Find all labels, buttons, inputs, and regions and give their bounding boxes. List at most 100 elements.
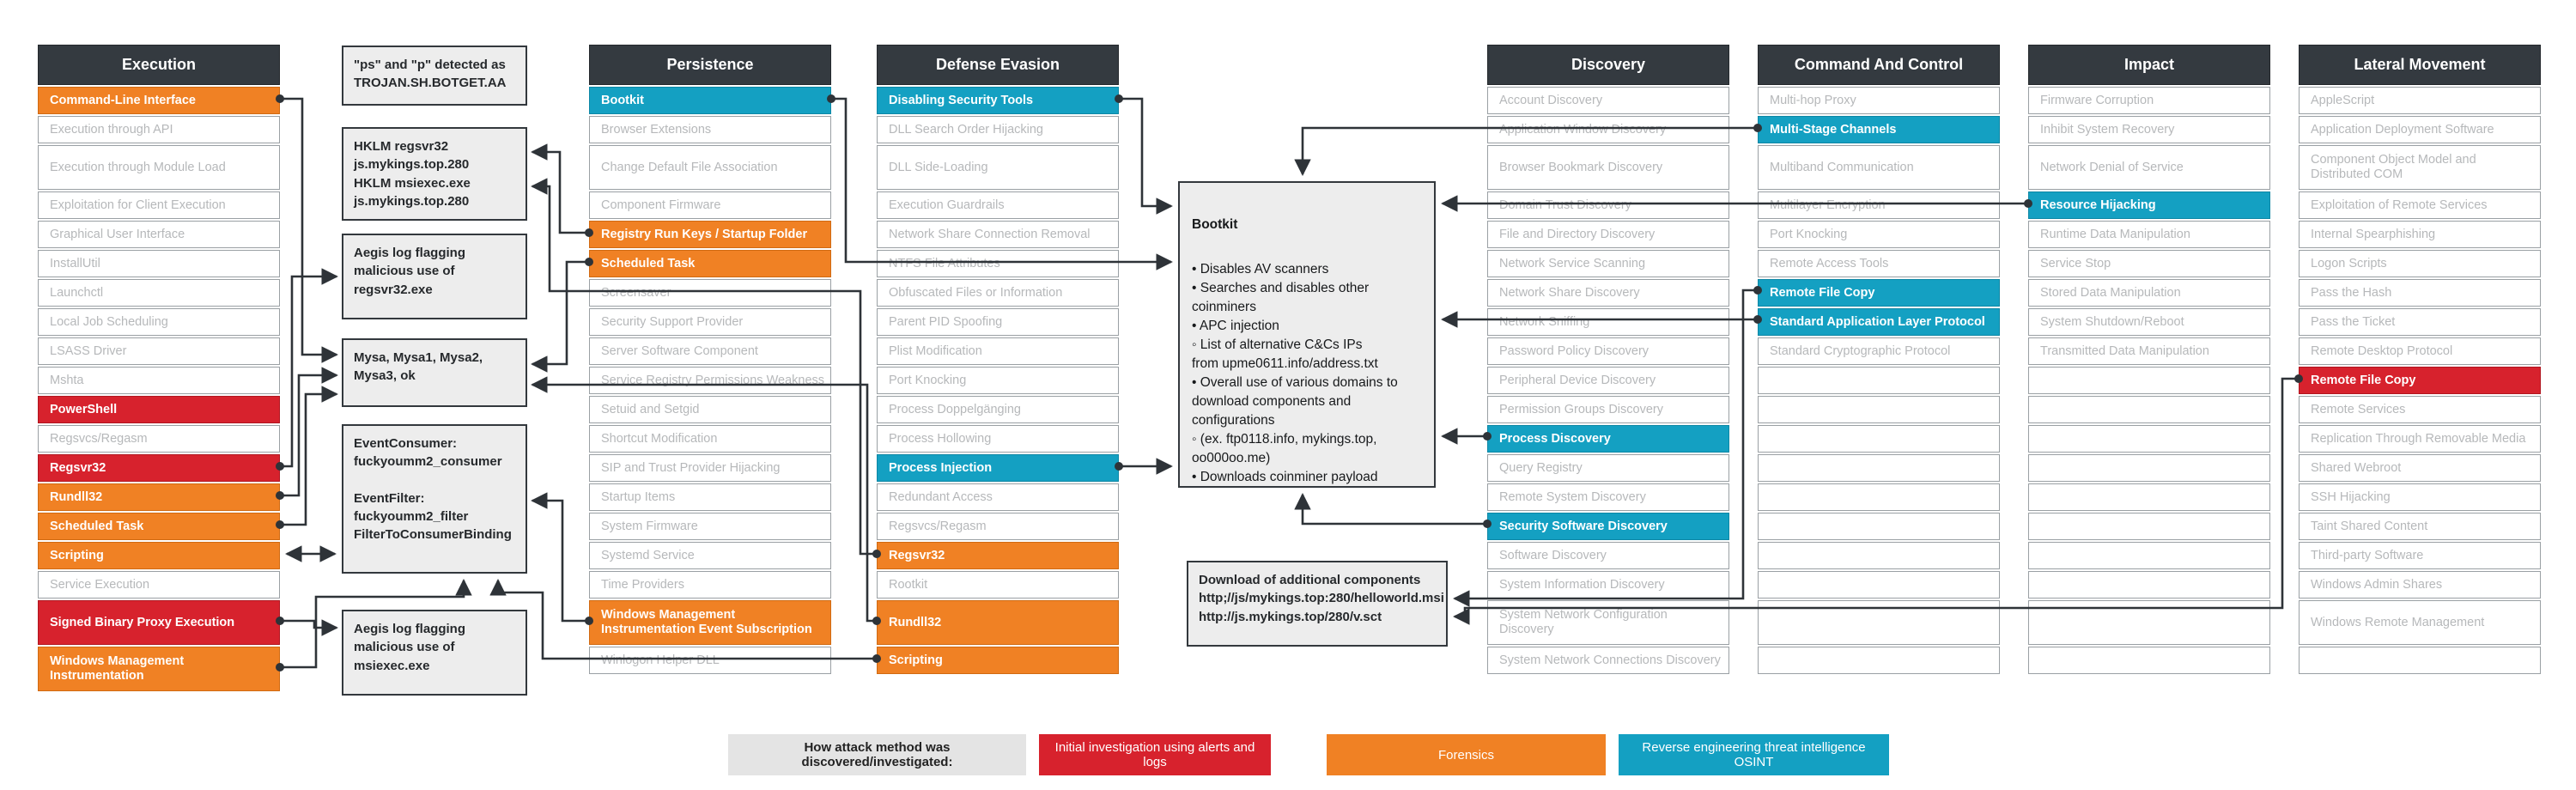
technique-label: Time Providers	[601, 577, 684, 592]
technique-cell-execution-18: Signed Binary Proxy Execution	[38, 600, 280, 645]
technique-label: System Shutdown/Reboot	[2040, 314, 2184, 329]
technique-label: Component Firmware	[601, 198, 721, 212]
technique-cell-persistence-5: Registry Run Keys / Startup Folder	[589, 221, 831, 248]
bootkit-box-body: • Disables AV scanners • Searches and di…	[1192, 262, 1398, 484]
technique-label: Startup Items	[601, 489, 676, 504]
technique-cell-persistence-17: Time Providers	[589, 571, 831, 599]
technique-label: Query Registry	[1499, 460, 1583, 475]
technique-label: Shared Webroot	[2311, 460, 2402, 475]
technique-cell-discovery-6: Network Service Scanning	[1487, 250, 1729, 277]
technique-cell-defense-evasion-18: Rundll32	[877, 600, 1119, 645]
technique-label: System Network Connections Discovery	[1499, 653, 1721, 667]
technique-cell-discovery-17: System Information Discovery	[1487, 571, 1729, 599]
technique-cell-execution-7: Launchctl	[38, 279, 280, 307]
technique-label: Component Object Model and Distributed C…	[2311, 153, 2476, 181]
legend-item-forensics: Forensics	[1327, 734, 1606, 775]
technique-label: Windows Management Instrumentation	[50, 654, 185, 683]
technique-cell-command-and-control-8: Standard Application Layer Protocol	[1758, 308, 2000, 336]
technique-cell-execution-12: Regsvcs/Regasm	[38, 425, 280, 453]
technique-label: Service Execution	[50, 577, 150, 592]
technique-label: Inhibit System Recovery	[2040, 122, 2175, 137]
technique-label: Account Discovery	[1499, 93, 1603, 107]
technique-label: Shortcut Modification	[601, 431, 718, 446]
technique-label: Process Injection	[889, 460, 993, 475]
technique-cell-lateral-movement-1: AppleScript	[2299, 87, 2541, 114]
technique-cell-lateral-movement-18: Windows Remote Management	[2299, 600, 2541, 645]
technique-cell-impact-3: Network Denial of Service	[2028, 145, 2270, 190]
technique-cell-impact-14	[2028, 483, 2270, 511]
technique-cell-impact-16	[2028, 542, 2270, 569]
technique-label: Regsvr32	[50, 460, 106, 475]
technique-cell-defense-evasion-3: DLL Side-Loading	[877, 145, 1119, 190]
technique-cell-discovery-13: Query Registry	[1487, 454, 1729, 482]
technique-cell-execution-19: Windows Management Instrumentation	[38, 647, 280, 691]
note-box-download: Download of additional components http;/…	[1187, 561, 1448, 647]
technique-label: Multi-hop Proxy	[1770, 93, 1856, 107]
technique-label: Registry Run Keys / Startup Folder	[601, 227, 808, 241]
legend-item-alerts-logs: Initial investigation using alerts and l…	[1039, 734, 1271, 775]
technique-label: Taint Shared Content	[2311, 519, 2428, 533]
technique-cell-execution-17: Service Execution	[38, 571, 280, 599]
technique-cell-lateral-movement-6: Logon Scripts	[2299, 250, 2541, 277]
technique-label: Stored Data Manipulation	[2040, 285, 2181, 300]
technique-cell-discovery-12: Process Discovery	[1487, 425, 1729, 453]
technique-label: Command-Line Interface	[50, 93, 196, 107]
technique-cell-defense-evasion-14: Redundant Access	[877, 483, 1119, 511]
technique-label: Permission Groups Discovery	[1499, 402, 1663, 416]
technique-label: Rundll32	[889, 615, 942, 629]
technique-cell-impact-1: Firmware Corruption	[2028, 87, 2270, 114]
technique-label: Network Service Scanning	[1499, 256, 1646, 270]
technique-label: Windows Remote Management	[2311, 615, 2485, 629]
technique-label: Replication Through Removable Media	[2311, 431, 2526, 446]
technique-cell-command-and-control-17	[1758, 571, 2000, 599]
technique-cell-persistence-16: Systemd Service	[589, 542, 831, 569]
technique-cell-execution-14: Rundll32	[38, 483, 280, 511]
technique-label: Redundant Access	[889, 489, 993, 504]
technique-label: Firmware Corruption	[2040, 93, 2154, 107]
technique-label: Multi-Stage Channels	[1770, 122, 1897, 137]
technique-label: Local Job Scheduling	[50, 314, 168, 329]
technique-cell-persistence-9: Server Software Component	[589, 337, 831, 365]
technique-cell-defense-evasion-9: Plist Modification	[877, 337, 1119, 365]
technique-label: PowerShell	[50, 402, 118, 416]
technique-cell-defense-evasion-17: Rootkit	[877, 571, 1119, 599]
technique-label: Exploitation of Remote Services	[2311, 198, 2488, 212]
technique-cell-command-and-control-12	[1758, 425, 2000, 453]
technique-cell-lateral-movement-2: Application Deployment Software	[2299, 116, 2541, 143]
technique-cell-impact-4: Resource Hijacking	[2028, 191, 2270, 219]
technique-label: Security Support Provider	[601, 314, 744, 329]
technique-label: Setuid and Setgid	[601, 402, 700, 416]
technique-label: Scheduled Task	[601, 256, 696, 270]
technique-cell-impact-11	[2028, 396, 2270, 423]
technique-label: Multilayer Encryption	[1770, 198, 1886, 212]
technique-label: Standard Cryptographic Protocol	[1770, 343, 1951, 358]
technique-cell-discovery-1: Account Discovery	[1487, 87, 1729, 114]
technique-cell-defense-evasion-13: Process Injection	[877, 454, 1119, 482]
technique-label: Windows Admin Shares	[2311, 577, 2443, 592]
technique-label: Execution through Module Load	[50, 160, 226, 174]
technique-label: Regsvcs/Regasm	[50, 431, 148, 446]
technique-label: Remote File Copy	[1770, 285, 1875, 300]
technique-cell-execution-4: Exploitation for Client Execution	[38, 191, 280, 219]
column-header-defense-evasion: Defense Evasion	[877, 45, 1119, 85]
technique-cell-lateral-movement-10: Remote File Copy	[2299, 367, 2541, 394]
connector-pers-runkeys-to-hklm	[531, 143, 589, 234]
technique-cell-impact-6: Service Stop	[2028, 250, 2270, 277]
technique-label: Process Doppelgänging	[889, 402, 1021, 416]
technique-cell-persistence-13: SIP and Trust Provider Hijacking	[589, 454, 831, 482]
technique-label: Standard Application Layer Protocol	[1770, 314, 1985, 329]
technique-cell-discovery-16: Software Discovery	[1487, 542, 1729, 569]
technique-cell-discovery-11: Permission Groups Discovery	[1487, 396, 1729, 423]
technique-label: Regsvr32	[889, 548, 945, 562]
technique-cell-command-and-control-7: Remote File Copy	[1758, 279, 2000, 307]
technique-cell-execution-6: InstallUtil	[38, 250, 280, 277]
technique-label: InstallUtil	[50, 256, 100, 270]
technique-cell-command-and-control-14	[1758, 483, 2000, 511]
technique-cell-lateral-movement-19	[2299, 647, 2541, 674]
technique-cell-execution-2: Execution through API	[38, 116, 280, 143]
technique-label: Port Knocking	[889, 373, 967, 387]
